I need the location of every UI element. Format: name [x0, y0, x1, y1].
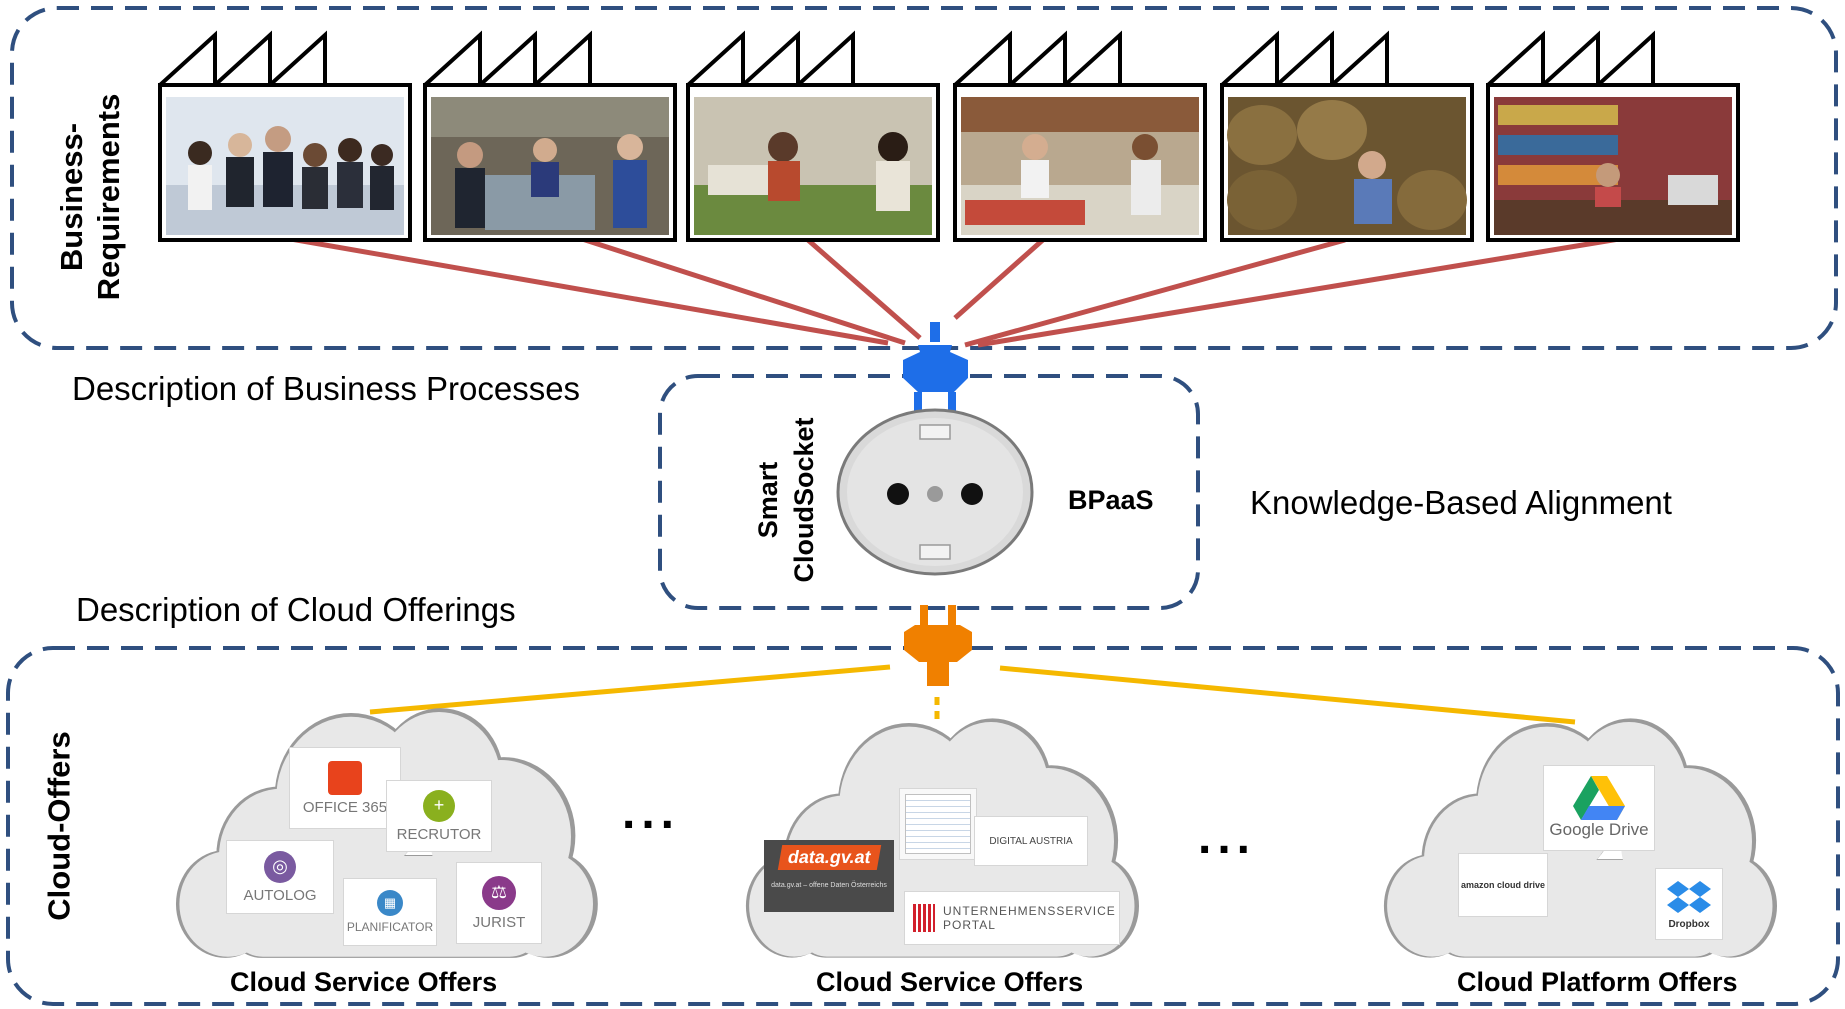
factory-workshop: [423, 30, 677, 242]
tile-jurist: ⚖ JURIST: [456, 862, 542, 944]
factory-row: [158, 30, 1740, 242]
cloud-offers-label: Cloud-Offers: [41, 731, 77, 921]
tile-office365-label: OFFICE 365: [302, 798, 388, 816]
tile-data-gv-at: data.gv.at data.gv.at – offene Daten Öst…: [764, 840, 894, 912]
cloud-caption-right: Cloud Platform Offers: [1457, 967, 1738, 997]
tile-amazon-cloud-drive: amazon cloud drive: [1458, 853, 1548, 917]
jurist-icon: ⚖: [482, 875, 516, 910]
factory-office: [158, 30, 412, 242]
tile-unternehmensservice-label: UNTERNEHMENSSERVICE PORTAL: [943, 904, 1116, 932]
cloud-caption-left: Cloud Service Offers: [230, 967, 498, 997]
tile-autolog-label: AUTOLOG: [243, 886, 317, 904]
tile-dropbox: Dropbox: [1655, 868, 1723, 940]
socket-label-line2: CloudSocket: [789, 417, 819, 583]
tile-document-thumbnail: [899, 788, 977, 860]
socket-label-line1: Smart: [753, 461, 783, 539]
office365-icon: [328, 760, 362, 795]
tile-google-drive: Google Drive: [1543, 765, 1655, 851]
tile-recrutor-label: RECRUTOR: [396, 825, 482, 843]
recrutor-icon: +: [423, 789, 455, 822]
unternehmensservice-icon: [913, 904, 935, 932]
smart-cloudsocket-label: Smart CloudSocket: [750, 400, 826, 600]
tile-jurist-label: JURIST: [472, 913, 526, 931]
tile-office365: OFFICE 365: [289, 747, 401, 829]
data-gv-at-logo: data.gv.at: [777, 845, 881, 870]
cloud-caption-middle: Cloud Service Offers: [816, 967, 1084, 997]
orange-plug-icon: [904, 605, 972, 686]
smart-cloudsocket-box: [658, 374, 1200, 610]
dropbox-icon: [1667, 880, 1711, 913]
cloud-connection-lines: [369, 664, 1576, 725]
tile-planificator-label: PLANIFICATOR: [346, 920, 434, 934]
tile-amazon-label: amazon cloud drive: [1460, 880, 1546, 890]
tile-google-drive-label: Google Drive: [1549, 820, 1649, 839]
ellipsis-left: ...: [622, 786, 681, 839]
knowledge-based-alignment: Knowledge-Based Alignment: [1250, 484, 1672, 521]
ellipsis-right: ...: [1198, 811, 1257, 864]
bpaas-label: BPaaS: [1068, 485, 1154, 515]
business-connection-lines: [284, 225, 1626, 348]
business-label-line2: Requirements: [91, 93, 126, 301]
factory-butcher: [953, 30, 1207, 242]
tile-autolog: ◎ AUTOLOG: [226, 840, 334, 914]
business-requirements-label: Business- Requirements: [53, 67, 127, 327]
factory-sewing: [686, 30, 940, 242]
description-business-processes: Description of Business Processes: [72, 370, 581, 407]
business-label-line1: Business-: [54, 122, 89, 272]
document-thumbnail-icon: [905, 794, 971, 854]
description-cloud-offerings: Description of Cloud Offerings: [76, 591, 516, 628]
factory-grocery: [1486, 30, 1740, 242]
tile-recrutor: + RECRUTOR: [386, 780, 492, 852]
data-gv-at-caption: data.gv.at – offene Daten Österreichs: [771, 882, 887, 889]
factory-winecellar: [1220, 30, 1474, 242]
tile-unternehmensservice: UNTERNEHMENSSERVICE PORTAL: [904, 891, 1120, 945]
socket-icon: [836, 408, 1034, 576]
blue-plug-icon: [903, 322, 968, 414]
tile-digital-austria: DIGITAL AUSTRIA: [974, 816, 1088, 866]
autolog-icon: ◎: [264, 850, 296, 883]
tile-planificator: ▦ PLANIFICATOR: [343, 878, 437, 946]
tile-digital-austria-label: DIGITAL AUSTRIA: [989, 835, 1073, 847]
tile-dropbox-label: Dropbox: [1668, 918, 1710, 930]
planificator-icon: ▦: [377, 890, 403, 916]
google-drive-icon: [1573, 776, 1625, 820]
